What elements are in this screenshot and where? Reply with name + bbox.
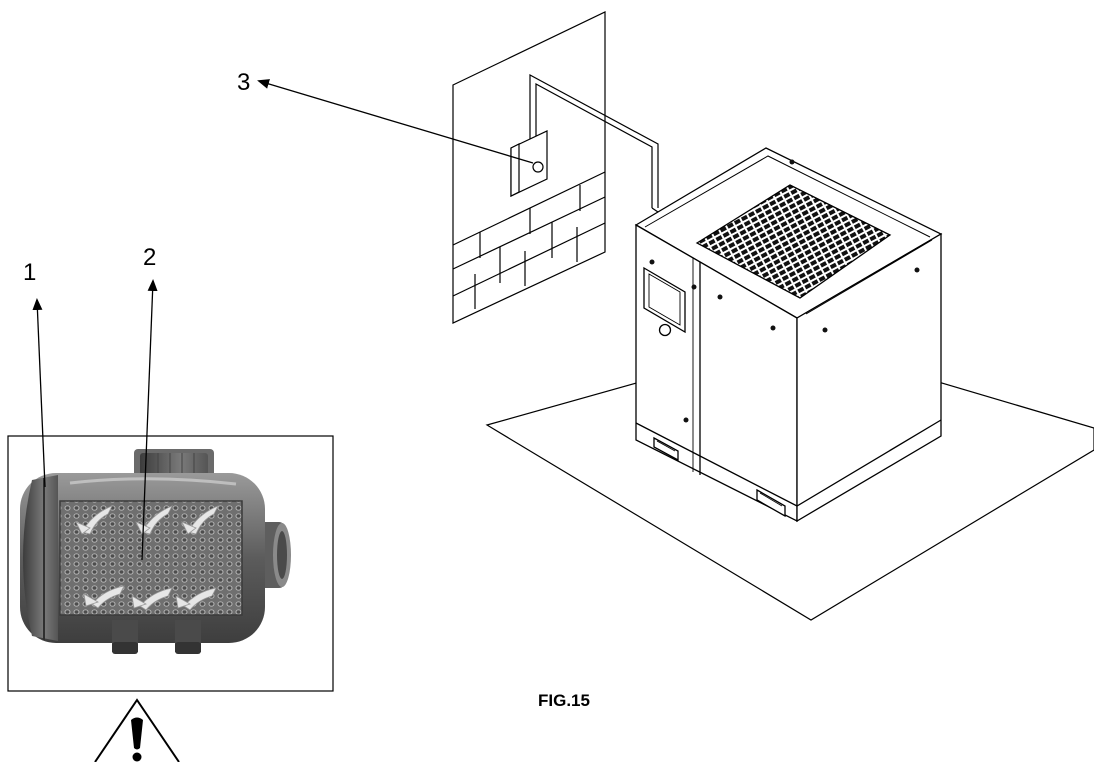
- leader-line-3: [257, 79, 534, 164]
- leader-line-1: [32, 298, 46, 488]
- wall-switch-box-illustration: [452, 11, 659, 324]
- callout-label-2: 2: [143, 244, 156, 271]
- leader-line-2: [141, 279, 158, 561]
- warning-triangle-icon: [94, 698, 180, 762]
- callout-label-3: 3: [237, 69, 250, 96]
- callout-label-1: 1: [23, 259, 36, 286]
- compressor-unit-illustration: [634, 147, 943, 523]
- figure-caption: FIG.15: [538, 691, 590, 710]
